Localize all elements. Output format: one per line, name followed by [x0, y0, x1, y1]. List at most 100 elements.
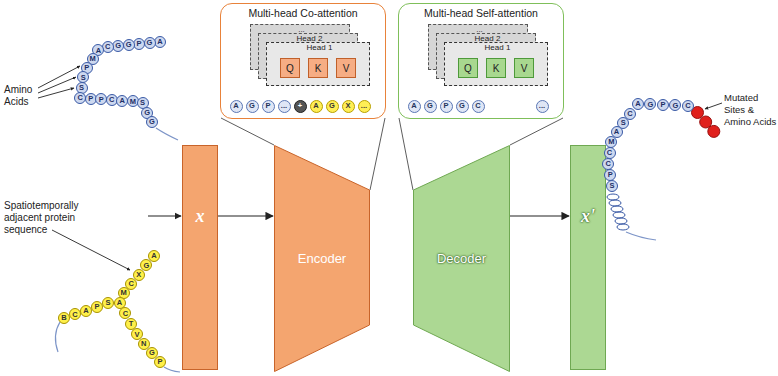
flow-arrow	[510, 215, 569, 216]
token-circle: ...	[358, 100, 371, 113]
token-circle: G	[424, 100, 437, 113]
node-text: S	[81, 74, 86, 82]
node-text: M	[120, 289, 126, 297]
encoder-block: Encoder	[274, 145, 370, 372]
node-text: P	[443, 102, 448, 110]
node-text: G	[329, 102, 335, 110]
node-text: S	[79, 84, 84, 92]
node-text: ...	[361, 102, 367, 110]
coil	[607, 194, 629, 230]
funnel-line	[221, 118, 274, 145]
node-text: P	[84, 64, 89, 72]
token-circle: G	[246, 100, 259, 113]
node-text: A	[157, 38, 162, 46]
node-text: P	[137, 40, 142, 48]
node-text: C	[627, 110, 632, 118]
qkv-box: Q	[280, 58, 300, 78]
node-text: X	[345, 102, 350, 110]
attention-callout: Multi-head Co-attention...Head 2Head 1QK…	[220, 3, 386, 119]
token-circle: P	[262, 100, 275, 113]
token-circle: A	[408, 100, 421, 113]
leader-line	[705, 103, 722, 109]
node-text: A	[411, 102, 416, 110]
node-text: A	[151, 252, 156, 260]
node-text: K	[315, 64, 322, 73]
coil	[613, 212, 625, 218]
leader-line	[52, 230, 130, 270]
chain-tail	[55, 128, 656, 372]
callout-label: Spatiotemporally adjacent protein sequen…	[4, 200, 100, 236]
chain-tail	[156, 128, 178, 140]
node-text: C	[607, 149, 612, 157]
node-text: G	[144, 109, 150, 117]
node-text: G	[126, 41, 132, 49]
amino-acid: G	[669, 99, 681, 111]
node-text: A	[120, 97, 125, 105]
leader-line	[38, 66, 80, 88]
node-text: G	[249, 102, 255, 110]
chain-tail	[55, 322, 60, 352]
node-text: Decoder	[437, 251, 486, 266]
attention-callout: Multi-head Self-attention...Head 2Head 1…	[398, 3, 564, 119]
node-text: Q	[286, 64, 294, 73]
node-text: Multi-head Self-attention	[424, 7, 538, 19]
token-circle: G	[326, 100, 339, 113]
node-text: G	[648, 101, 654, 109]
coil	[615, 218, 627, 224]
node-text: A	[117, 299, 122, 307]
flow-arrow	[218, 215, 273, 216]
amino-acid: A	[632, 98, 644, 110]
node-text: G	[459, 102, 465, 110]
node-text: C	[105, 43, 110, 51]
node-text: A	[233, 102, 238, 110]
amino-acid: G	[644, 98, 656, 110]
node-text: A	[313, 102, 318, 110]
output-bar: x'	[570, 145, 606, 370]
leader-line	[38, 77, 76, 93]
node-text: N	[141, 340, 146, 348]
node-text: Encoder	[298, 251, 346, 266]
node-text: A	[96, 47, 101, 55]
node-text: S	[105, 299, 110, 307]
node-text: C	[123, 310, 128, 318]
node-text: S	[621, 119, 626, 127]
chain-tail	[164, 367, 180, 372]
node-text: M	[130, 98, 136, 106]
funnel-line	[370, 118, 385, 190]
node-text: G	[147, 39, 153, 47]
amino-acid: P	[154, 356, 166, 368]
qkv-box: K	[486, 58, 506, 78]
amino-acid: M	[605, 136, 617, 148]
token-circle: P	[440, 100, 453, 113]
token-circle: +	[294, 100, 307, 113]
node-text: Head 1	[307, 43, 333, 52]
head-card: Head 1QKV	[444, 42, 548, 86]
node-text: G	[149, 349, 155, 357]
node-text: Q	[464, 64, 472, 73]
node-text: V	[343, 64, 350, 73]
token-circle: ...	[536, 100, 549, 113]
node-text: P	[608, 171, 613, 179]
token-circle: A	[310, 100, 323, 113]
amino-acid: C	[682, 100, 694, 112]
node-text: P	[94, 303, 99, 311]
amino-acid: G	[144, 37, 156, 49]
node-text: T	[129, 320, 134, 328]
node-text: G	[427, 102, 433, 110]
block-shape	[414, 146, 510, 372]
amino-acid: G	[112, 40, 124, 52]
label-text: Spatiotemporally adjacent protein sequen…	[4, 200, 78, 235]
node-text: C	[128, 280, 133, 288]
node-text: C	[475, 102, 480, 110]
amino-acid: G	[146, 116, 158, 128]
node-text: G	[149, 118, 155, 126]
node-text: M	[89, 55, 95, 63]
node-text: V	[134, 331, 139, 339]
coil	[611, 206, 623, 212]
token-circle: C	[472, 100, 485, 113]
node-text: B	[61, 314, 66, 322]
qkv-box: Q	[458, 58, 478, 78]
